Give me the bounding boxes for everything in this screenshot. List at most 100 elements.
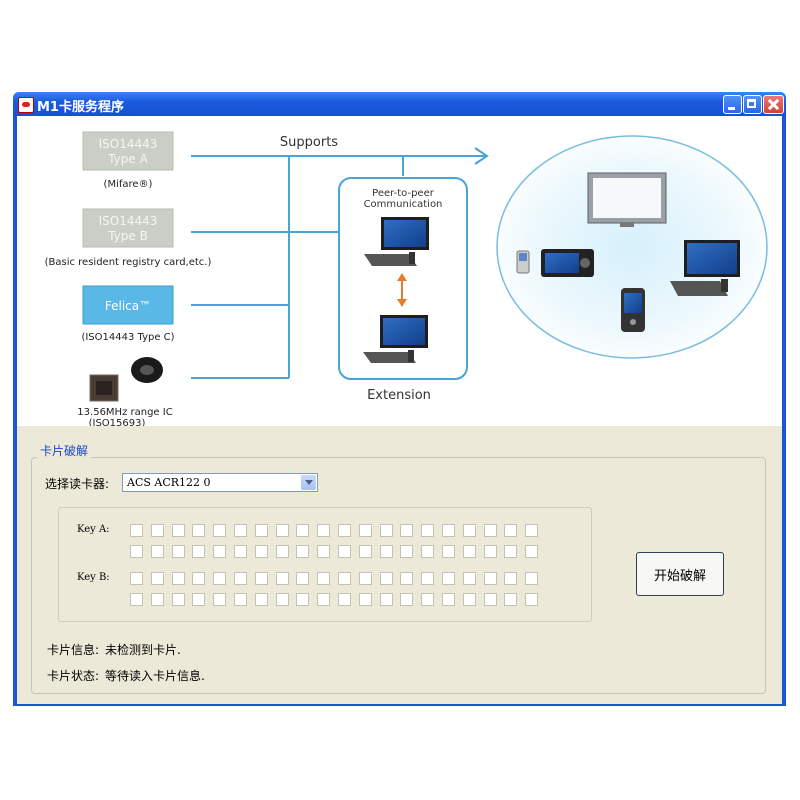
key-byte-box[interactable] [379, 524, 393, 537]
key-byte-box[interactable] [525, 524, 539, 537]
key-byte-box[interactable] [504, 524, 518, 537]
key-byte-box[interactable] [234, 593, 247, 606]
key-byte-box[interactable] [192, 545, 206, 558]
key-byte-box[interactable] [213, 524, 227, 537]
key-byte-box[interactable] [358, 572, 372, 585]
key-byte-box[interactable] [296, 524, 310, 537]
key-byte-box[interactable] [462, 545, 476, 558]
key-byte-box[interactable] [421, 593, 435, 606]
key-byte-box[interactable] [400, 524, 414, 537]
key-byte-box[interactable] [213, 572, 227, 585]
window-title: M1卡服务程序 [37, 100, 124, 115]
key-byte-box[interactable] [462, 593, 476, 606]
chevron-down-icon[interactable] [301, 475, 316, 490]
card-type-b-caption: (Basic resident registry card,etc.) [45, 257, 212, 268]
key-byte-box[interactable] [421, 524, 435, 537]
key-byte-box[interactable] [296, 572, 310, 585]
key-byte-box[interactable] [400, 572, 414, 585]
key-byte-box[interactable] [254, 593, 268, 606]
key-byte-box[interactable] [275, 593, 289, 606]
key-byte-box[interactable] [379, 545, 393, 558]
key-byte-box[interactable] [275, 524, 289, 537]
key-byte-box[interactable] [150, 572, 164, 585]
key-byte-box[interactable] [275, 572, 289, 585]
key-byte-box[interactable] [400, 593, 414, 606]
key-byte-box[interactable] [171, 572, 185, 585]
key-byte-box[interactable] [192, 572, 206, 585]
key-byte-box[interactable] [130, 524, 143, 537]
supports-label: Supports [280, 135, 338, 150]
start-crack-button-label: 开始破解 [653, 567, 706, 583]
key-byte-box[interactable] [317, 572, 331, 585]
key-byte-box[interactable] [150, 545, 164, 558]
key-byte-box[interactable] [150, 524, 164, 537]
key-byte-box[interactable] [192, 524, 206, 537]
nfc-diagram: ISO14443 Type A (Mifare®) ISO14443 Type … [45, 131, 768, 429]
key-byte-box[interactable] [504, 572, 518, 585]
key-byte-box[interactable] [171, 545, 185, 558]
key-byte-box[interactable] [483, 572, 497, 585]
key-a-label: Key A: [77, 524, 110, 535]
key-byte-box[interactable] [483, 593, 497, 606]
key-byte-box[interactable] [525, 593, 539, 606]
app-icon [18, 97, 34, 113]
key-byte-box[interactable] [317, 593, 331, 606]
key-byte-box[interactable] [379, 572, 393, 585]
key-byte-box[interactable] [462, 572, 476, 585]
start-crack-button[interactable]: 开始破解 [636, 552, 724, 596]
ic-caption-line2: (ISO15693) [89, 418, 146, 426]
key-byte-box[interactable] [130, 545, 143, 558]
reader-select-value: ACS ACR122 0 [127, 476, 211, 489]
key-byte-box[interactable] [317, 545, 331, 558]
key-byte-box[interactable] [254, 572, 268, 585]
card-type-a-line2: Type A [107, 152, 148, 166]
client-area: ISO14443 Type A (Mifare®) ISO14443 Type … [17, 116, 782, 704]
key-byte-box[interactable] [234, 524, 247, 537]
key-byte-box[interactable] [483, 524, 497, 537]
key-byte-box[interactable] [130, 593, 143, 606]
key-byte-box[interactable] [234, 572, 247, 585]
key-byte-box[interactable] [442, 524, 455, 537]
key-byte-box[interactable] [525, 572, 539, 585]
key-byte-box[interactable] [213, 545, 227, 558]
minimize-button[interactable] [723, 95, 742, 114]
key-byte-box[interactable] [192, 593, 206, 606]
key-byte-box[interactable] [421, 545, 435, 558]
reader-label: 选择读卡器: [45, 477, 110, 491]
key-byte-box[interactable] [379, 593, 393, 606]
key-byte-box[interactable] [213, 593, 227, 606]
reader-select[interactable]: ACS ACR122 0 [122, 473, 318, 492]
key-byte-box[interactable] [442, 593, 455, 606]
key-byte-box[interactable] [234, 545, 247, 558]
close-button[interactable] [763, 95, 784, 114]
card-type-b [82, 208, 174, 248]
key-byte-box[interactable] [442, 545, 455, 558]
key-byte-box[interactable] [338, 545, 351, 558]
key-byte-box[interactable] [171, 593, 185, 606]
key-byte-box[interactable] [442, 572, 455, 585]
key-byte-box[interactable] [338, 524, 351, 537]
key-byte-box[interactable] [400, 545, 414, 558]
key-byte-box[interactable] [254, 545, 268, 558]
key-byte-box[interactable] [504, 545, 518, 558]
key-byte-box[interactable] [150, 593, 164, 606]
key-byte-box[interactable] [358, 524, 372, 537]
key-byte-box[interactable] [358, 545, 372, 558]
key-byte-box[interactable] [483, 545, 497, 558]
title-bar[interactable]: M1卡服务程序 [13, 92, 786, 116]
key-byte-box[interactable] [358, 593, 372, 606]
key-byte-box[interactable] [525, 545, 539, 558]
key-byte-box[interactable] [296, 545, 310, 558]
key-byte-box[interactable] [130, 572, 143, 585]
key-byte-box[interactable] [504, 593, 518, 606]
key-byte-box[interactable] [254, 524, 268, 537]
key-byte-box[interactable] [296, 593, 310, 606]
key-byte-box[interactable] [421, 572, 435, 585]
key-byte-box[interactable] [338, 572, 351, 585]
key-byte-box[interactable] [317, 524, 331, 537]
key-byte-box[interactable] [462, 524, 476, 537]
key-byte-box[interactable] [338, 593, 351, 606]
key-byte-box[interactable] [171, 524, 185, 537]
maximize-button[interactable] [743, 95, 762, 114]
key-byte-box[interactable] [275, 545, 289, 558]
